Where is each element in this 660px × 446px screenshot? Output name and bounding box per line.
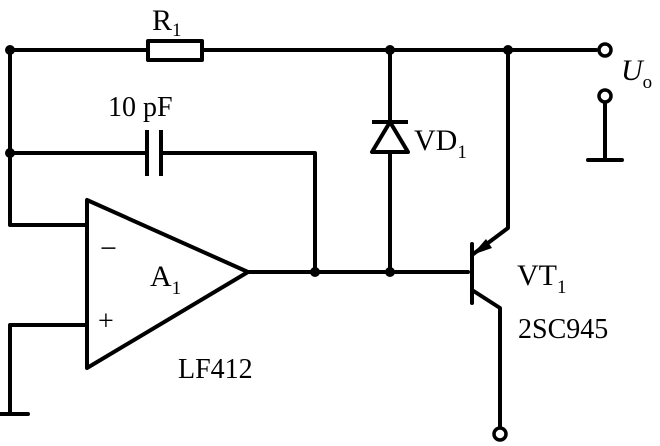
output-terminal [597, 42, 613, 58]
junction-dot [385, 45, 395, 55]
transistor-label: VT1 [517, 259, 567, 298]
junctions [5, 45, 513, 277]
wires [8, 48, 607, 430]
junction-dot [385, 267, 395, 277]
opamp-minus-sign: − [100, 232, 117, 265]
junction-dot [5, 148, 15, 158]
output-return-terminal [597, 88, 613, 104]
capacitor-label: 10 pF [108, 92, 173, 123]
transistor-part-label: 2SC945 [518, 314, 608, 345]
left-feedback-wire [8, 48, 89, 227]
capacitor-branch-wire [8, 151, 317, 274]
opamp-label: A1 [150, 260, 181, 299]
diode-label: VD1 [414, 124, 467, 163]
resistor-label: R1 [152, 4, 182, 41]
output-label: Uo [621, 54, 652, 93]
opamp-plus-sign: + [98, 306, 114, 337]
opamp-a1 [85, 198, 250, 370]
diode-vd1 [370, 120, 410, 154]
junction-dot [310, 267, 320, 277]
emitter-wire [470, 288, 502, 430]
collector-wire [470, 48, 510, 257]
terminals [492, 42, 613, 442]
junction-dot [5, 45, 15, 55]
opamp-part-label: LF412 [178, 354, 253, 385]
junction-dot [503, 45, 513, 55]
capacitor [145, 130, 163, 176]
plus-input-wire [8, 323, 89, 414]
emitter-terminal [492, 426, 508, 442]
transistor-vt1 [470, 239, 492, 305]
resistor-r1 [146, 39, 204, 62]
